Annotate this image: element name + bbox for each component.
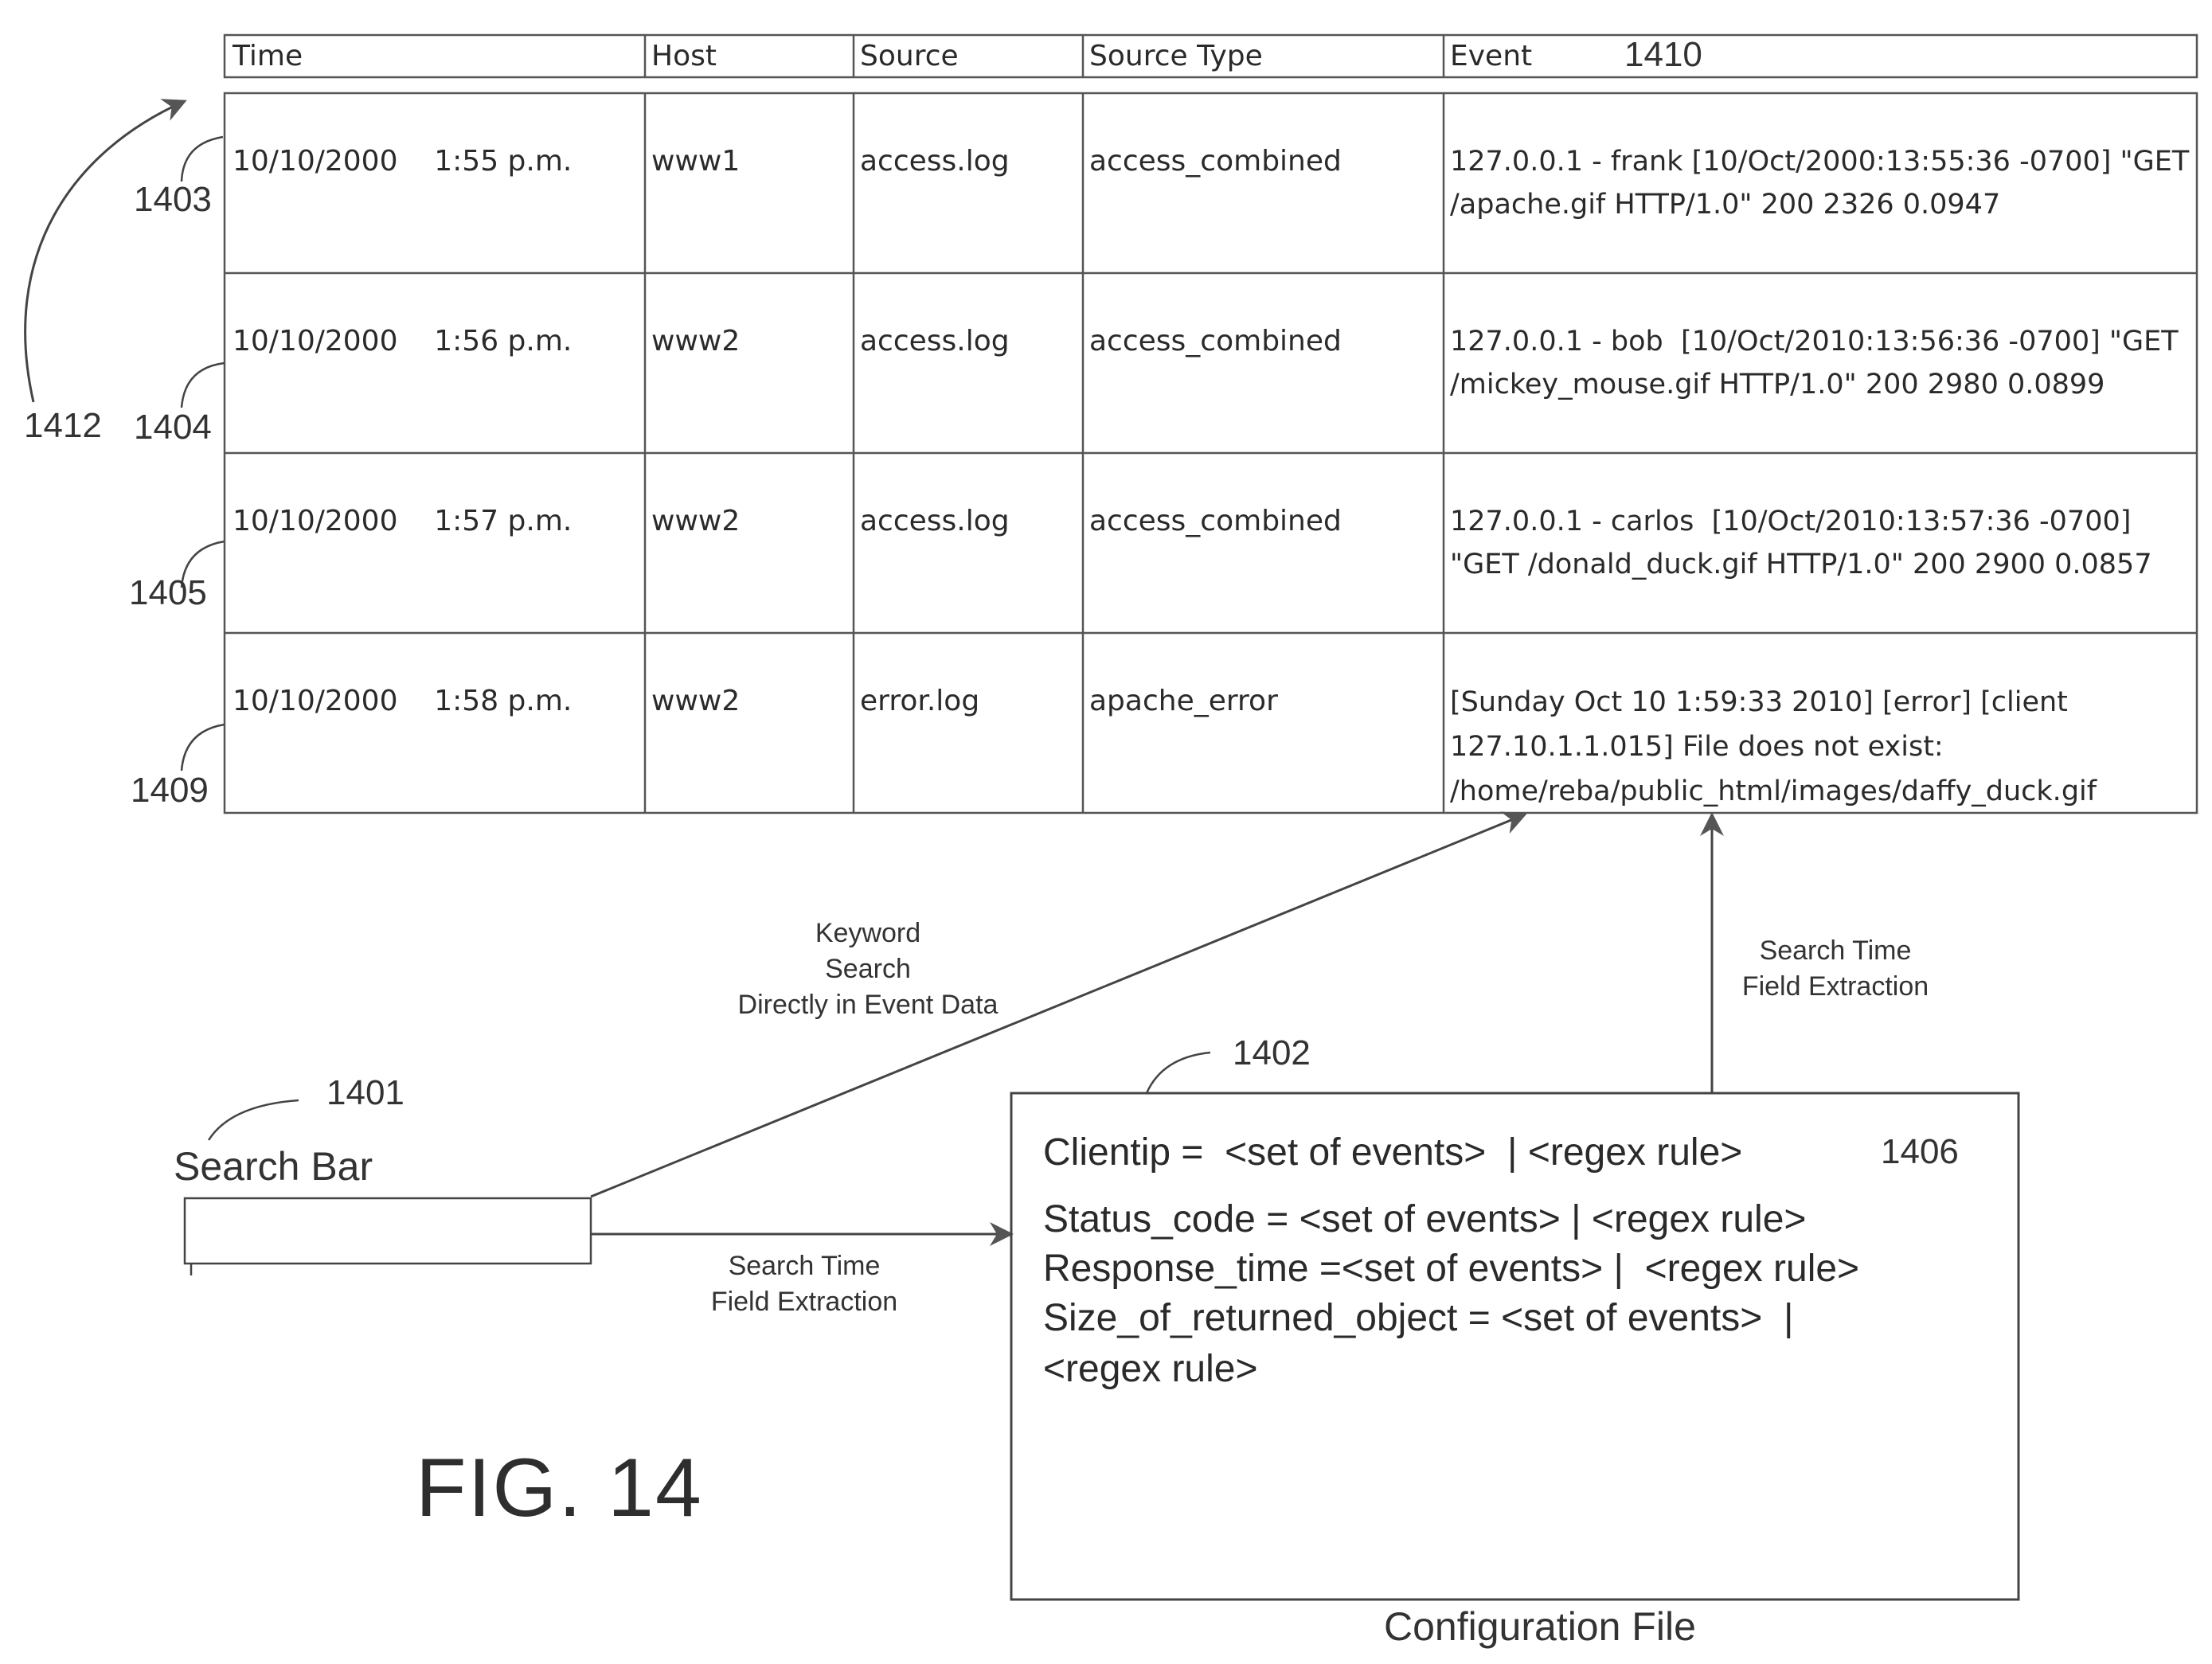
header-host: Host (651, 35, 717, 78)
row-1405-source-type: access_combined (1089, 500, 1342, 543)
search-time-right-line-2: Field Extraction (1716, 969, 1955, 1005)
header-time: Time (233, 35, 303, 78)
row-1405-source: access.log (860, 500, 1010, 543)
config-line-regex-rule: <regex rule> (1043, 1347, 1258, 1391)
row-1404-time: 10/10/2000 1:56 p.m. (233, 320, 572, 363)
ref-1404: 1404 (134, 408, 212, 447)
config-line-clientip: Clientip = <set of events> | <regex rule… (1043, 1131, 1742, 1174)
search-time-right-line-1: Search Time (1716, 933, 1955, 969)
ref-1409: 1409 (131, 771, 209, 811)
header-source-type: Source Type (1089, 35, 1263, 78)
configuration-file-leader (1147, 1053, 1210, 1093)
search-bar-leader (209, 1100, 299, 1140)
ref-1401: 1401 (326, 1073, 404, 1113)
row-1405-event: 127.0.0.1 - carlos [10/Oct/2010:13:57:36… (1450, 500, 2194, 586)
header-source: Source (860, 35, 959, 78)
row-leader-lines (182, 137, 225, 771)
keyword-search-line-3: Directly in Event Data (701, 987, 1035, 1023)
row-1403-source: access.log (860, 140, 1010, 183)
keyword-search-label: Keyword Search Directly in Event Data (701, 916, 1035, 1023)
ref-1412: 1412 (24, 406, 102, 446)
row-1404-event: 127.0.0.1 - bob [10/Oct/2010:13:56:36 -0… (1450, 320, 2194, 406)
ref-1402: 1402 (1233, 1033, 1311, 1073)
search-bar-box (185, 1198, 591, 1275)
search-bar-label: Search Bar (174, 1143, 373, 1189)
search-time-label-bottom: Search Time Field Extraction (685, 1248, 924, 1320)
configuration-file-caption: Configuration File (1384, 1603, 1696, 1650)
row-1403-event: 127.0.0.1 - frank [10/Oct/2000:13:55:36 … (1450, 140, 2194, 226)
ref-1403: 1403 (134, 180, 212, 220)
row-1409-host: www2 (651, 680, 740, 723)
keyword-search-line-1: Keyword (701, 916, 1035, 951)
ref-1405: 1405 (129, 573, 207, 613)
figure-label: FIG. 14 (416, 1441, 703, 1536)
row-1405-host: www2 (651, 500, 740, 543)
row-1404-source-type: access_combined (1089, 320, 1342, 363)
search-time-bottom-line-1: Search Time (685, 1248, 924, 1284)
keyword-search-line-2: Search (701, 951, 1035, 987)
row-1403-source-type: access_combined (1089, 140, 1342, 183)
row-1409-source-type: apache_error (1089, 680, 1278, 723)
config-line-response-time: Response_time =<set of events> | <regex … (1043, 1247, 1859, 1291)
row-1409-event: [Sunday Oct 10 1:59:33 2010] [error] [cl… (1450, 680, 2194, 814)
rows-group-arrow (25, 101, 185, 402)
config-line-size-of-returned-object: Size_of_returned_object = <set of events… (1043, 1296, 1793, 1340)
header-event: Event (1450, 35, 1532, 78)
search-time-label-right: Search Time Field Extraction (1716, 933, 1955, 1005)
row-1404-source: access.log (860, 320, 1010, 363)
row-1404-host: www2 (651, 320, 740, 363)
ref-1410: 1410 (1624, 35, 1702, 75)
config-line-status-code: Status_code = <set of events> | <regex r… (1043, 1197, 1806, 1241)
ref-1406: 1406 (1881, 1132, 1959, 1172)
row-1403-time: 10/10/2000 1:55 p.m. (233, 140, 572, 183)
search-time-bottom-line-2: Field Extraction (685, 1284, 924, 1320)
row-1403-host: www1 (651, 140, 740, 183)
row-1409-time: 10/10/2000 1:58 p.m. (233, 680, 572, 723)
row-1409-source: error.log (860, 680, 979, 723)
row-1405-time: 10/10/2000 1:57 p.m. (233, 500, 572, 543)
